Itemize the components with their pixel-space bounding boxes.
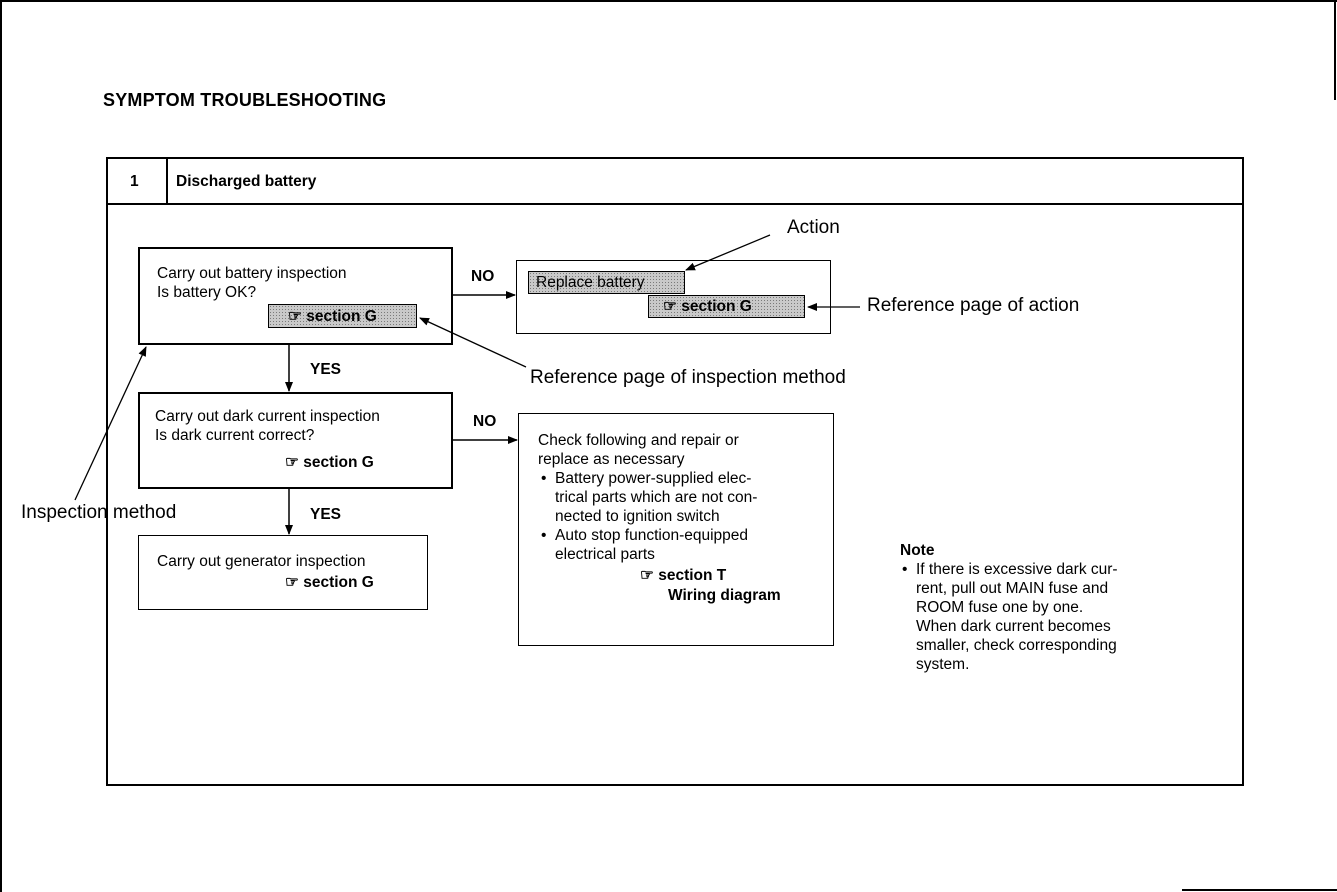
header-number-divider bbox=[166, 157, 168, 204]
header-divider bbox=[106, 203, 1244, 205]
callout-inspection-method: Inspection method bbox=[21, 502, 177, 523]
reference-hand-icon: ☞ bbox=[663, 298, 677, 315]
action2-item2-line1: Auto stop function-equipped bbox=[555, 527, 749, 544]
symptom-title: Discharged battery bbox=[176, 173, 317, 190]
step-generator-inspection bbox=[138, 535, 428, 610]
step2-reference-text: section G bbox=[303, 454, 374, 471]
reference-hand-icon: ☞ bbox=[285, 454, 299, 471]
branch-no-1: NO bbox=[471, 268, 495, 285]
step2-line1: Carry out dark current inspection bbox=[155, 408, 380, 425]
callout-action: Action bbox=[787, 217, 840, 238]
step1-line1: Carry out battery inspection bbox=[157, 265, 347, 282]
action1-reference: ☞ section G bbox=[663, 297, 752, 316]
action2-item1-line3: nected to ignition switch bbox=[555, 508, 720, 525]
step1-line2: Is battery OK? bbox=[157, 284, 257, 301]
step2-reference: ☞ section G bbox=[285, 453, 374, 472]
page-frame-bottom-right bbox=[1182, 889, 1337, 891]
page-heading: SYMPTOM TROUBLESHOOTING bbox=[103, 90, 387, 110]
step3-line1: Carry out generator inspection bbox=[157, 553, 366, 570]
action1-reference-highlight bbox=[648, 295, 805, 318]
note-line5: smaller, check corresponding bbox=[916, 637, 1117, 654]
action1-label-highlight bbox=[528, 271, 685, 294]
page-frame-left bbox=[0, 0, 2, 892]
step3-reference-text: section G bbox=[303, 574, 374, 591]
reference-hand-icon: ☞ bbox=[640, 567, 654, 584]
reference-hand-icon: ☞ bbox=[285, 574, 299, 591]
note-line6: system. bbox=[916, 656, 970, 673]
step-dark-current-inspection bbox=[138, 392, 453, 489]
action2-item2-line2: electrical parts bbox=[555, 546, 655, 563]
action2-intro-line1: Check following and repair or bbox=[538, 432, 739, 449]
note-bullet: • bbox=[902, 561, 908, 578]
step1-reference-text: section G bbox=[306, 308, 377, 325]
callout-arrow-reference-inspection bbox=[419, 317, 527, 368]
page-frame-top bbox=[0, 0, 1337, 2]
action2-intro-line2: replace as necessary bbox=[538, 451, 685, 468]
branch-yes-2: YES bbox=[310, 506, 342, 523]
note-line2: rent, pull out MAIN fuse and bbox=[916, 580, 1109, 597]
action2-reference-text: section T bbox=[658, 567, 727, 584]
action2-reference-line2: Wiring diagram bbox=[668, 587, 781, 604]
step1-reference: ☞ section G bbox=[288, 307, 377, 326]
action1-reference-text: section G bbox=[681, 298, 752, 315]
action2-item2-bullet: • bbox=[541, 527, 547, 544]
step1-reference-highlight bbox=[268, 304, 417, 328]
step2-line2: Is dark current correct? bbox=[155, 427, 315, 444]
callout-arrow-action bbox=[685, 234, 771, 271]
action-check-and-repair bbox=[518, 413, 834, 646]
action2-item1-bullet: • bbox=[541, 470, 547, 487]
branch-no-2: NO bbox=[473, 413, 497, 430]
symptom-number: 1 bbox=[130, 173, 139, 190]
action2-item1-line1: Battery power-supplied elec- bbox=[555, 470, 752, 487]
note-line1: If there is excessive dark cur- bbox=[916, 561, 1118, 578]
step3-reference: ☞ section G bbox=[285, 573, 374, 592]
callout-arrow-inspection-method bbox=[74, 346, 147, 501]
note-line4: When dark current becomes bbox=[916, 618, 1111, 635]
note-line3: ROOM fuse one by one. bbox=[916, 599, 1084, 616]
callout-reference-inspection: Reference page of inspection method bbox=[530, 367, 846, 388]
note-title: Note bbox=[900, 542, 935, 559]
step-battery-inspection bbox=[138, 247, 453, 345]
action2-reference: ☞ section T bbox=[640, 566, 726, 585]
page-frame-right bbox=[1334, 0, 1336, 100]
callout-reference-action: Reference page of action bbox=[867, 295, 1080, 316]
reference-hand-icon: ☞ bbox=[288, 308, 302, 325]
action2-item1-line2: trical parts which are not con- bbox=[555, 489, 758, 506]
branch-yes-1: YES bbox=[310, 361, 342, 378]
action1-label: Replace battery bbox=[536, 274, 645, 291]
